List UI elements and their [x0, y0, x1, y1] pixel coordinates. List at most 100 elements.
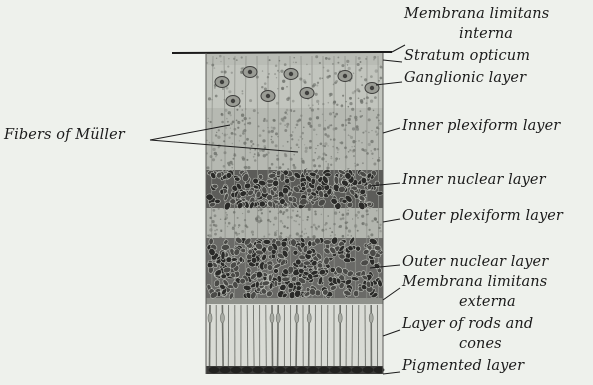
tissue-speckle [244, 166, 247, 169]
tissue-speckle [347, 64, 348, 65]
tissue-speckle [354, 116, 357, 119]
leader-stratum-opticum [383, 60, 402, 62]
tissue-speckle [233, 133, 235, 135]
tissue-speckle [321, 229, 324, 232]
tissue-speckle [268, 130, 271, 133]
tissue-speckle [262, 70, 263, 71]
tissue-speckle [311, 109, 314, 112]
tissue-speckle [225, 222, 226, 223]
tissue-speckle [337, 56, 339, 58]
tissue-speckle [303, 233, 305, 235]
tissue-speckle [224, 134, 227, 137]
tissue-speckle [249, 152, 251, 154]
tissue-speckle [250, 140, 253, 143]
tissue-speckle [379, 65, 382, 68]
tissue-speckle [276, 166, 278, 168]
tissue-speckle [296, 214, 299, 217]
tissue-speckle [289, 234, 291, 236]
tissue-speckle [353, 155, 355, 157]
ganglion-cell-nucleus [248, 70, 252, 74]
tissue-speckle [359, 69, 362, 72]
tissue-speckle [368, 118, 371, 121]
tissue-speckle [225, 212, 227, 214]
tissue-speckle [277, 136, 278, 137]
tissue-speckle [333, 112, 335, 114]
tissue-speckle [234, 128, 237, 131]
tissue-speckle [292, 209, 294, 211]
tissue-speckle [271, 126, 273, 128]
tissue-speckle [263, 145, 266, 148]
tissue-speckle [290, 216, 293, 219]
tissue-speckle [332, 63, 333, 64]
tissue-speckle [341, 64, 344, 67]
tissue-speckle [375, 69, 378, 72]
tissue-speckle [371, 130, 372, 131]
tissue-speckle [269, 221, 271, 223]
tissue-speckle [333, 223, 335, 225]
tissue-speckle [263, 236, 265, 238]
tissue-speckle [324, 133, 327, 136]
tissue-speckle [209, 224, 211, 226]
tissue-speckle [325, 161, 327, 163]
tissue-speckle [245, 224, 248, 227]
tissue-speckle [361, 142, 363, 144]
tissue-speckle [254, 159, 257, 162]
cone-body [369, 313, 373, 323]
tissue-speckle [236, 120, 238, 122]
tissue-speckle [348, 134, 349, 135]
tissue-speckle [245, 108, 246, 109]
tissue-speckle [297, 211, 298, 212]
tissue-speckle [370, 75, 373, 78]
pigment-cell [220, 367, 231, 373]
tissue-speckle [311, 226, 313, 228]
tissue-speckle [344, 146, 347, 149]
pigment-cell [330, 367, 341, 373]
tissue-speckle [295, 127, 296, 128]
tissue-speckle [347, 118, 350, 121]
tissue-speckle [280, 232, 282, 234]
cone-body [270, 313, 274, 323]
tissue-speckle [355, 165, 357, 167]
tissue-speckle [207, 166, 210, 169]
tissue-speckle [270, 139, 272, 141]
tissue-speckle [276, 158, 279, 161]
tissue-speckle [315, 148, 316, 149]
tissue-speckle [376, 134, 378, 136]
tissue-speckle [314, 152, 316, 154]
tissue-speckle [251, 231, 254, 234]
tissue-speckle [349, 97, 352, 100]
tissue-speckle [315, 55, 318, 58]
tissue-speckle [358, 57, 361, 60]
tissue-speckle [295, 220, 297, 222]
tissue-speckle [268, 152, 270, 154]
tissue-speckle [308, 105, 310, 107]
tissue-speckle [250, 149, 252, 151]
inner-nucleus [215, 199, 221, 203]
tissue-speckle [330, 164, 332, 166]
tissue-speckle [356, 141, 357, 142]
tissue-speckle [284, 111, 287, 114]
tissue-speckle [307, 236, 309, 238]
tissue-speckle [357, 217, 359, 219]
tissue-speckle [361, 84, 363, 86]
tissue-speckle [232, 227, 235, 230]
tissue-speckle [373, 59, 375, 61]
cone-body [276, 313, 280, 323]
tissue-speckle [360, 99, 363, 102]
pigment-cell [264, 367, 275, 373]
leader-membrana-externa [383, 288, 400, 300]
tissue-speckle [304, 144, 305, 145]
tissue-speckle [215, 134, 217, 136]
tissue-speckle [287, 141, 289, 143]
tissue-speckle [376, 221, 378, 223]
tissue-speckle [357, 211, 360, 214]
tissue-speckle [318, 225, 320, 227]
tissue-speckle [271, 136, 273, 138]
cone-body [338, 313, 342, 323]
tissue-speckle [325, 120, 326, 121]
tissue-speckle [293, 57, 294, 58]
tissue-speckle [313, 224, 316, 227]
tissue-speckle [214, 67, 216, 69]
inner-nucleus [282, 187, 288, 194]
tissue-speckle [324, 224, 326, 226]
